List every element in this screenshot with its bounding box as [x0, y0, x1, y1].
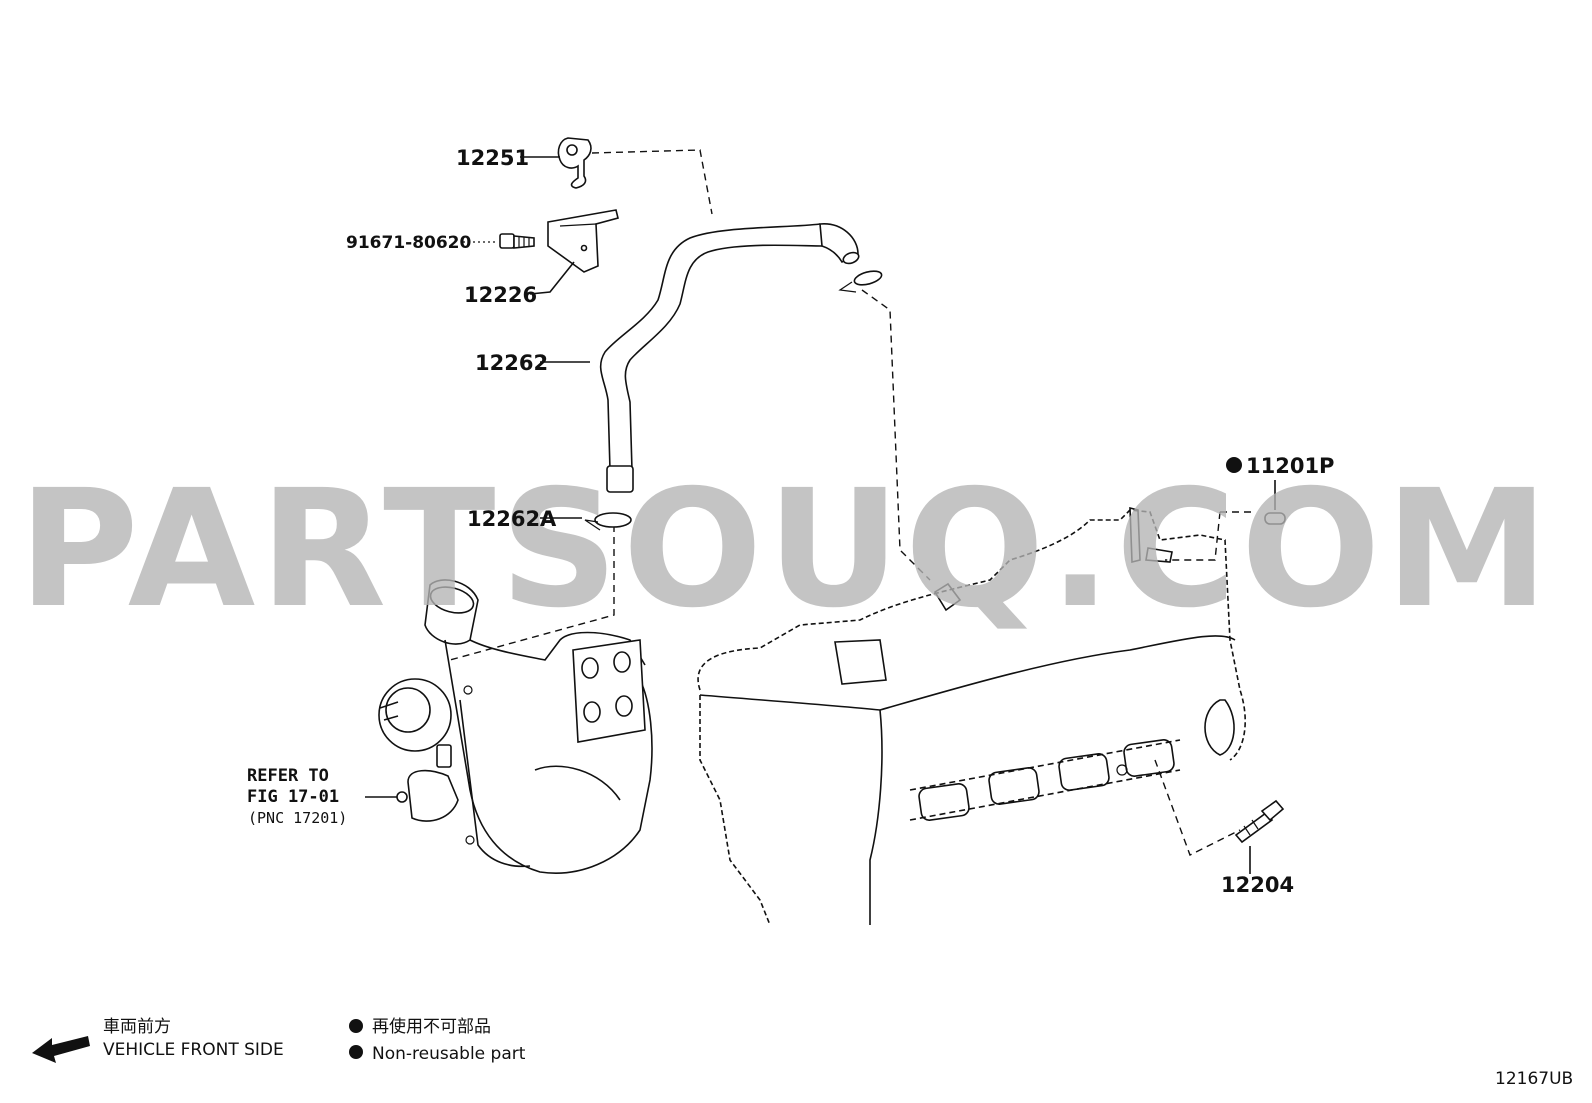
part-label-11201P-group[interactable]: 11201P — [1226, 454, 1334, 478]
legend-front-en: VEHICLE FRONT SIDE — [103, 1040, 284, 1060]
refer-line-2[interactable]: FIG 17-01 — [247, 787, 339, 807]
stud-12204-drawing — [1234, 799, 1285, 874]
part-label-12251[interactable]: 12251 — [456, 146, 529, 170]
part-label-12226[interactable]: 12226 — [464, 283, 537, 307]
engine-block-drawing — [697, 506, 1246, 926]
hose-12262-drawing — [540, 223, 860, 493]
part-label-12262A[interactable]: 12262A — [467, 507, 557, 531]
clamp-12251-drawing — [520, 137, 592, 189]
hose-end-gasket-drawing — [838, 270, 883, 293]
refer-line-3: (PNC 17201) — [248, 809, 347, 827]
part-label-12262[interactable]: 12262 — [475, 351, 548, 375]
legend-nonreuse-jp: 再使用不可部品 — [372, 1016, 491, 1037]
legend-bullet-icon — [349, 1045, 363, 1059]
part-label-91671-80620[interactable]: 91671-80620 — [346, 233, 472, 253]
front-arrow-icon — [32, 1036, 90, 1063]
assembly-dashed-lines — [449, 149, 1255, 856]
watermark-text: PARTSOUQ.COM — [18, 456, 1553, 644]
diagram-code: 12167UB — [1495, 1069, 1573, 1089]
legend-nonreuse-en: Non-reusable part — [372, 1044, 526, 1064]
part-label-12204[interactable]: 12204 — [1221, 873, 1294, 897]
gasket-12262A-drawing — [540, 512, 632, 531]
bracket-12226-drawing — [529, 209, 619, 295]
legend-front-jp: 車両前方 — [103, 1017, 171, 1037]
non-reusable-bullet-icon — [1226, 457, 1242, 473]
pin-11201P-drawing — [1264, 480, 1286, 525]
bolt-91671-drawing — [463, 233, 535, 249]
turbocharger-drawing — [365, 579, 653, 874]
refer-line-1: REFER TO — [247, 766, 329, 786]
legend-bullet-icon — [349, 1019, 363, 1033]
non-reusable-legend: 再使用不可部品 Non-reusable part — [349, 1016, 526, 1064]
part-label-11201P[interactable]: 11201P — [1246, 454, 1334, 478]
vehicle-front-legend: 車両前方 VEHICLE FRONT SIDE — [32, 1017, 284, 1063]
